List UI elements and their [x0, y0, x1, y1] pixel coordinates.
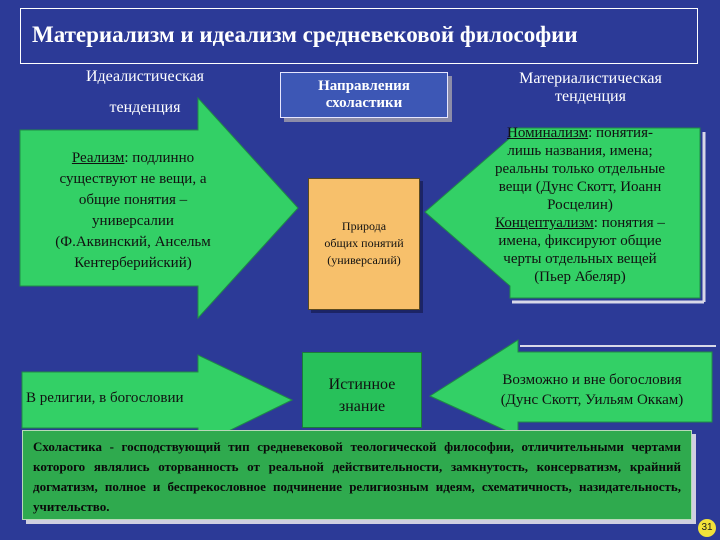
- scholasticism-directions-button[interactable]: Направления схоластики: [280, 72, 448, 118]
- title-frame: [20, 8, 698, 64]
- true-knowledge-box: [302, 352, 422, 428]
- religion-text: В религии, в богословии: [26, 390, 184, 406]
- scholasticism-definition: Схоластика - господствующий тип средневе…: [22, 430, 692, 520]
- page-title: Материализм и идеализм средневековой фил…: [32, 22, 578, 47]
- realism-text: Реализм: подлинно существуют не вещи, а …: [55, 150, 211, 271]
- universals-box: [308, 178, 420, 310]
- outside-theology-text: Возможно и вне богословия (Дунс Скотт, У…: [500, 372, 684, 408]
- definition-term: Схоластика: [33, 439, 102, 454]
- definition-text: - господствующий тип средневековой теоло…: [33, 439, 681, 514]
- nominalism-term: Номинализм: [507, 125, 589, 141]
- idealist-label-line1: Идеалистическая: [85, 68, 205, 85]
- materialist-label-line1: Материалистическая: [519, 70, 662, 87]
- directions-line1: Направления: [318, 78, 410, 94]
- idealist-label-line2: тенденция: [109, 99, 181, 116]
- page-number-badge: 31: [698, 519, 716, 537]
- nominalism-arrow: [424, 127, 701, 299]
- conceptualism-term: Концептуализм: [495, 215, 594, 231]
- religion-arrow: [21, 354, 294, 447]
- realism-arrow: [19, 96, 299, 320]
- realism-term: Реализм: [71, 150, 125, 166]
- directions-line2: схоластики: [325, 95, 403, 111]
- true-knowledge-text: Истинное знание: [328, 376, 396, 415]
- materialist-label-line2: тенденция: [555, 88, 626, 105]
- nominalism-text: Номинализм: понятия- лишь названия, имен…: [494, 125, 666, 285]
- universals-text: Природа общих понятий (универсалий): [324, 219, 404, 267]
